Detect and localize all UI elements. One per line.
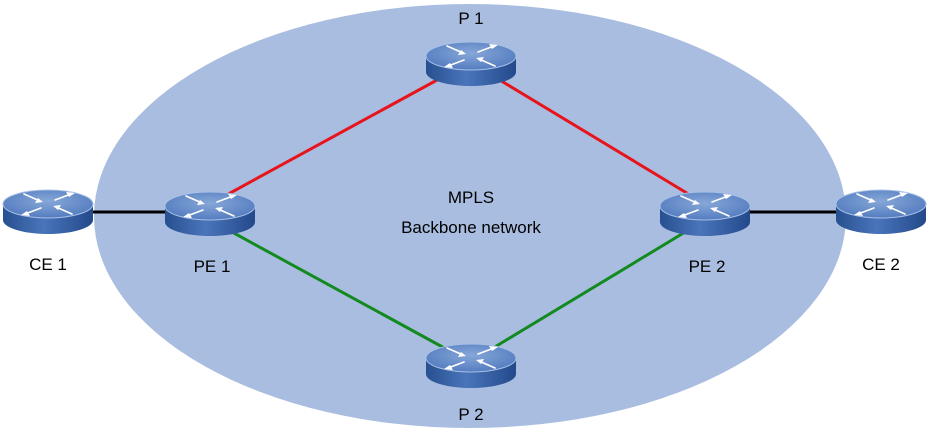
pe2-label: PE 2 xyxy=(689,257,726,276)
router-icon-pe2[interactable] xyxy=(659,191,751,237)
network-title-line1: MPLS xyxy=(448,188,494,207)
router-icon-pe1[interactable] xyxy=(164,191,256,237)
router-icon-p1[interactable] xyxy=(425,41,517,87)
link-p2-pe2 xyxy=(469,218,706,364)
link-pe1-p1 xyxy=(209,60,471,206)
mpls-backbone-cloud xyxy=(94,4,846,428)
network-title-line2: Backbone network xyxy=(401,218,541,237)
router-icon-ce2[interactable] xyxy=(835,189,927,235)
p2-label: P 2 xyxy=(458,405,483,424)
ce1-label: CE 1 xyxy=(29,255,67,274)
pe1-label: PE 1 xyxy=(194,257,231,276)
router-icon-p2[interactable] xyxy=(425,343,517,389)
router-icon-ce1[interactable] xyxy=(2,189,94,235)
link-p1-pe2 xyxy=(469,60,706,206)
p1-label: P 1 xyxy=(458,9,483,28)
ce2-label: CE 2 xyxy=(862,255,900,274)
link-pe1-p2 xyxy=(209,218,471,364)
